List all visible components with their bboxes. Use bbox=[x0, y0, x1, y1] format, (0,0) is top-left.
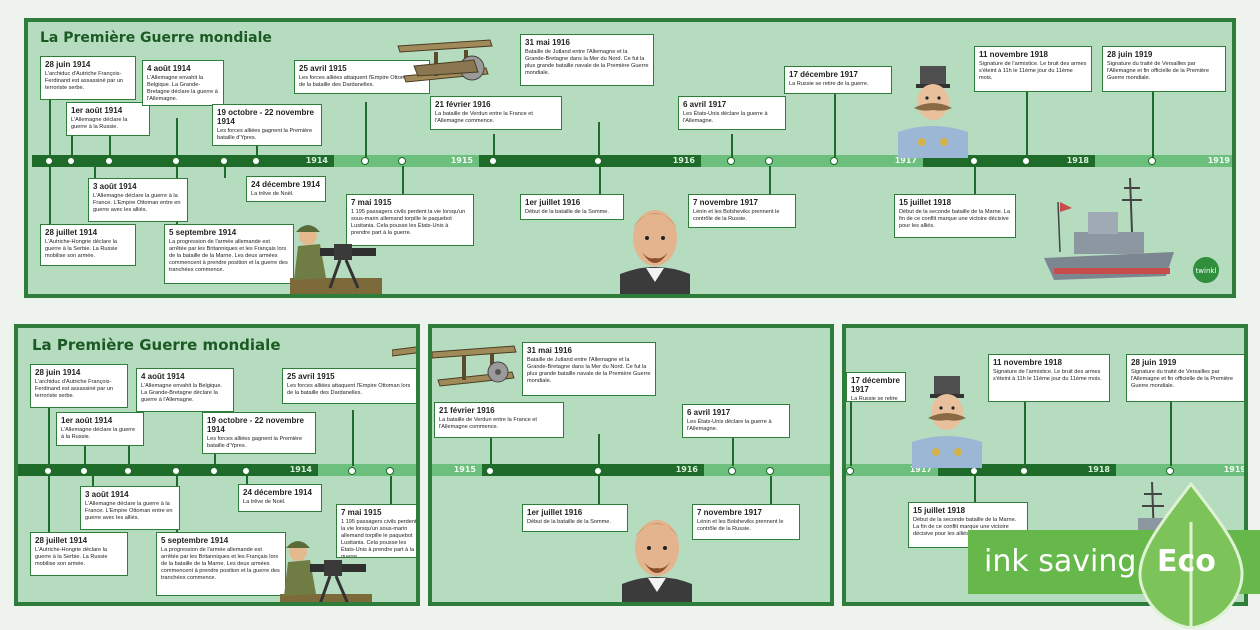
timeline-panel-1: La Première Guerre mondiale 1914 28 juin… bbox=[14, 324, 420, 606]
biplane-icon bbox=[392, 346, 416, 357]
biplane-icon bbox=[397, 39, 493, 83]
eco-badge-label: Eco bbox=[1157, 544, 1216, 579]
battleship-icon bbox=[1044, 177, 1174, 280]
ink-saving-label: ink saving bbox=[984, 544, 1137, 579]
officer-portrait-icon bbox=[912, 376, 982, 468]
year-1917: 1917 bbox=[701, 155, 923, 167]
eco-leaf-icon bbox=[1138, 482, 1244, 630]
lenin-portrait-icon bbox=[622, 520, 692, 602]
year-1914: 1914 bbox=[32, 155, 334, 167]
year-1915: 1915 bbox=[334, 155, 479, 167]
timeline-bar: 1914 1915 1916 1917 1918 1919 bbox=[32, 155, 1232, 167]
officer-portrait-icon bbox=[898, 66, 968, 158]
svg-text:twinkl: twinkl bbox=[1196, 267, 1217, 275]
panel-title: La Première Guerre mondiale bbox=[32, 336, 281, 354]
timeline-banner-full: La Première Guerre mondiale 1914 1915 19… bbox=[24, 18, 1236, 298]
year-1918: 1918 bbox=[923, 155, 1095, 167]
timeline-bar: 1917 1918 1919 bbox=[846, 464, 1244, 476]
twinkl-logo-icon: twinkl bbox=[1193, 257, 1219, 283]
biplane-icon bbox=[432, 345, 517, 387]
lenin-portrait-icon bbox=[620, 210, 690, 294]
year-1919: 1919 bbox=[1095, 155, 1232, 167]
soldier-machine-gun-icon bbox=[290, 225, 382, 294]
banner-title: La Première Guerre mondiale bbox=[40, 30, 272, 46]
year-1916: 1916 bbox=[479, 155, 701, 167]
soldier-machine-gun-icon bbox=[280, 541, 372, 602]
timeline-bar: 1914 bbox=[18, 464, 416, 476]
